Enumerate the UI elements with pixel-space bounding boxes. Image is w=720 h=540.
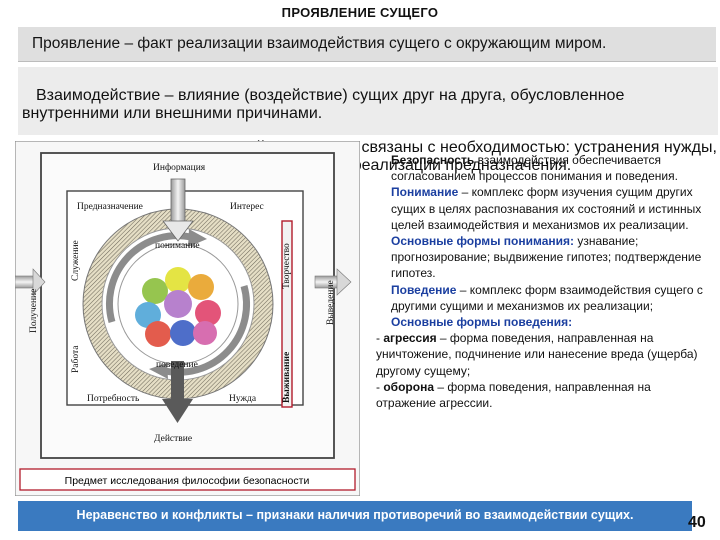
down-arrow-icon <box>162 178 194 242</box>
definition-body: – факт реализации взаимодействия сущего … <box>120 35 607 52</box>
text-formy-ponimaniya: узнавание; прогнозирование; выдвижение г… <box>391 234 702 281</box>
interaction-diagram: Информация Предназначение Интерес понима… <box>15 141 360 496</box>
term-povedenie: Поведение <box>391 282 457 297</box>
label-ponimanie: понимание <box>155 241 200 251</box>
text-agressiya: – форма поведения, направленная на уничт… <box>376 331 698 378</box>
footer-bar <box>18 500 692 531</box>
label-povedenie: поведение <box>156 360 198 370</box>
intro-paragraph-interaction: Взаимодействие – влияние (воздействие) с… <box>22 87 625 122</box>
text-ponimanie: – комплекс форм изучения сущим других су… <box>391 185 702 232</box>
para-formy-ponimaniya: Основные формы понимания: узнавание; про… <box>376 233 714 282</box>
label-poluchenie: Получение <box>29 289 39 333</box>
label-vyzhivanie: Выживание <box>282 352 292 403</box>
label-vyvedenie: Выведение <box>326 280 336 325</box>
label-prednaznachenie: Предназначение <box>77 202 143 212</box>
label-informatsiya: Информация <box>153 162 206 173</box>
term-oborona: оборона <box>383 379 434 394</box>
caption-box <box>19 468 356 491</box>
label-deystvie: Действие <box>154 433 192 444</box>
caption-text: Предмет исследования философии безопасно… <box>65 475 310 487</box>
dash-agressiya: - <box>376 331 384 346</box>
definition-term: Проявление <box>32 35 121 52</box>
text-povedenie: – комплекс форм взаимодействия сущего с … <box>391 282 703 313</box>
vertical-red-channel <box>281 220 293 408</box>
para-ponimanie: Понимание – комплекс форм изучения сущим… <box>376 184 714 233</box>
label-potrebnost: Потребность <box>87 393 140 404</box>
term-bezopasnost: Безопасность <box>391 153 475 167</box>
dash-oborona: - <box>376 379 384 394</box>
term-formy-ponimaniya: Основные формы понимания: <box>391 234 574 249</box>
text-bezopasnost: взаимодействия обеспечивается согласован… <box>391 153 678 184</box>
circles-cluster-icon <box>135 267 221 347</box>
right-text-column: Безопасность взаимодействия обеспечивает… <box>376 152 714 411</box>
para-oborona: - оборона – форма поведения, направленна… <box>376 379 714 411</box>
footer-text: Неравенство и конфликты – признаки налич… <box>76 508 634 522</box>
label-rabota: Работа <box>70 345 81 373</box>
label-interes: Интерес <box>230 202 264 212</box>
page-number: 40 <box>688 514 706 531</box>
term-formy-povedeniya: Основные формы поведения: <box>391 315 573 330</box>
term-agressiya: агрессия <box>383 331 437 346</box>
para-povedenie: Поведение – комплекс форм взаимодействия… <box>376 282 714 314</box>
label-sluzhenie: Служение <box>71 240 81 281</box>
text-oborona: – форма поведения, направленная на отраж… <box>376 379 651 411</box>
term-ponimanie: Понимание <box>391 185 459 200</box>
right-arrow-icon <box>15 268 352 296</box>
definition-text: Проявление – факт реализации взаимодейст… <box>32 35 606 53</box>
label-tvorchestvo: Творчество <box>282 243 292 289</box>
definition-bar <box>18 27 716 62</box>
slide-title: ПРОЯВЛЕНИЕ СУЩЕГО <box>281 5 439 20</box>
para-agressiya: - агрессия – форма поведения, направленн… <box>376 330 714 379</box>
para-bezopasnost: Безопасность взаимодействия обеспечивает… <box>376 152 714 184</box>
intro-panel <box>18 67 718 135</box>
para-formy-povedeniya: Основные формы поведения: <box>376 314 714 330</box>
label-nuzhda: Нужда <box>229 394 257 404</box>
action-arrow-icon <box>162 361 193 423</box>
